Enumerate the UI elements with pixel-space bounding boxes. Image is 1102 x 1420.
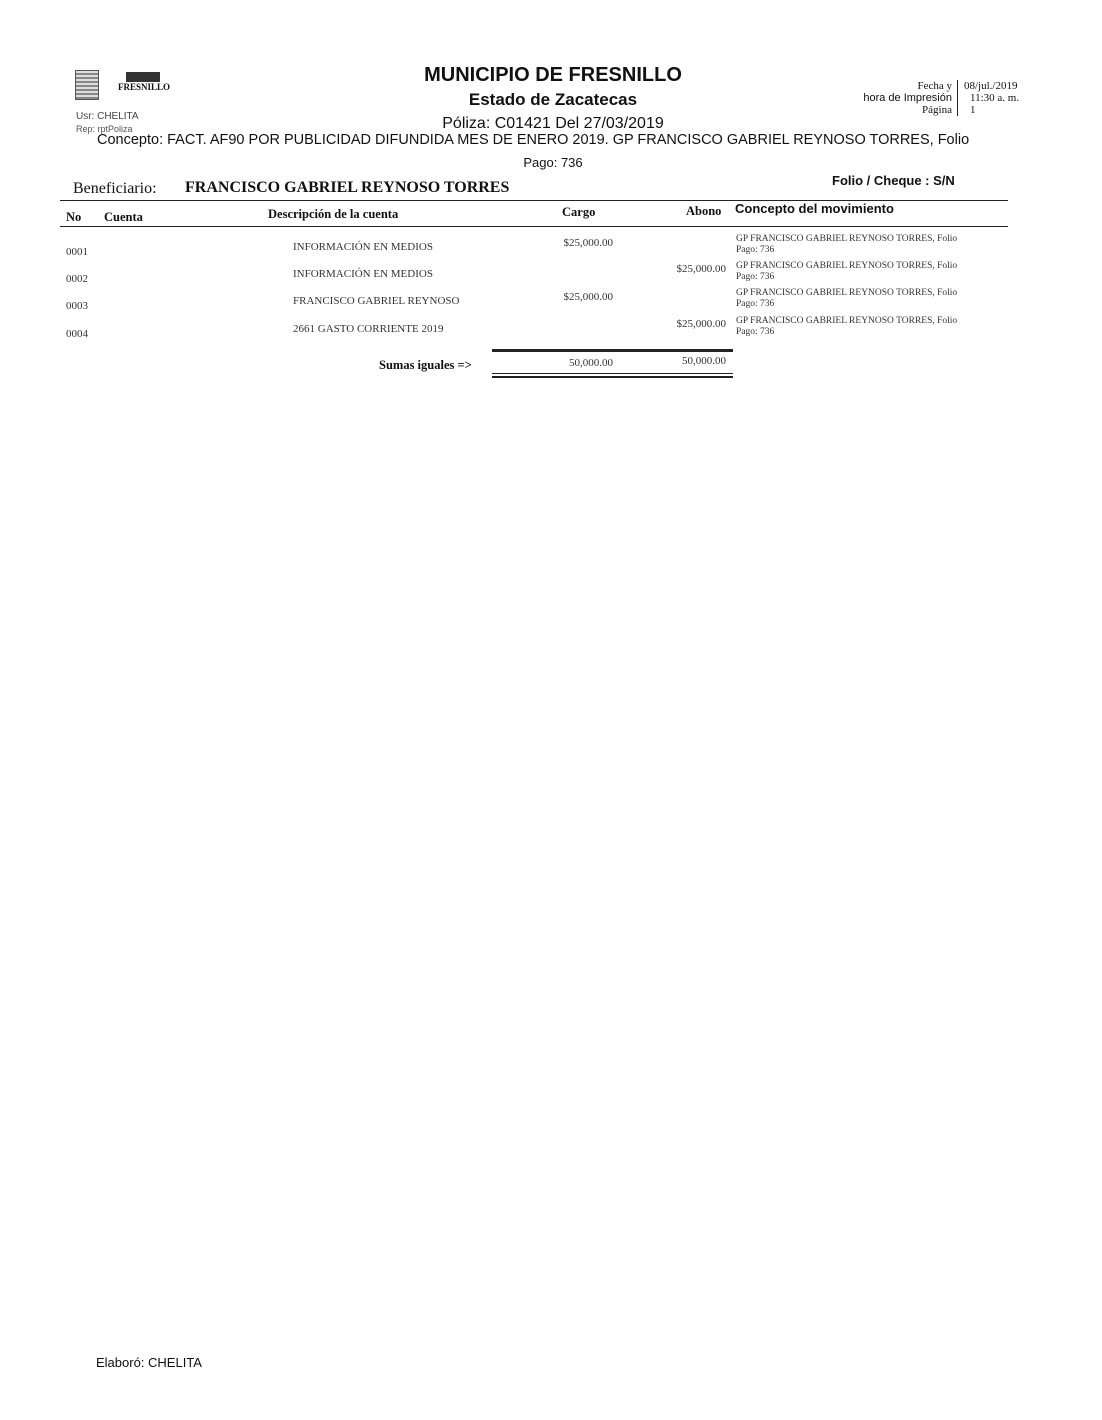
row-concepto: GP FRANCISCO GABRIEL REYNOSO TORRES, Fol…: [736, 261, 958, 282]
row-descripcion: INFORMACIÓN EN MEDIOS: [293, 241, 433, 253]
user-label: Usr: CHELITA: [76, 111, 139, 122]
beneficiario-name: FRANCISCO GABRIEL REYNOSO TORRES: [185, 179, 510, 196]
total-cargo: 50,000.00: [569, 357, 613, 369]
total-abono: 50,000.00: [682, 355, 726, 367]
row-abono: $25,000.00: [676, 263, 727, 275]
page-title: MUNICIPIO DE FRESNILLO: [424, 64, 682, 86]
col-cuenta: Cuenta: [104, 210, 143, 224]
row-descripcion: INFORMACIÓN EN MEDIOS: [293, 268, 433, 280]
elaboro: Elaboró: CHELITA: [96, 1355, 202, 1370]
poliza-number: Póliza: C01421 Del 27/03/2019: [442, 115, 664, 132]
beneficiario-label: Beneficiario:: [73, 180, 157, 197]
col-cargo: Cargo: [562, 205, 596, 219]
row-cargo: $25,000.00: [563, 237, 614, 249]
row-cargo: $25,000.00: [563, 291, 614, 303]
row-no: 0003: [66, 300, 88, 312]
row-descripcion: FRANCISCO GABRIEL REYNOSO: [293, 295, 460, 307]
print-values: 08/jul./2019 11:30 a. m. 1: [964, 80, 1020, 116]
row-concepto: GP FRANCISCO GABRIEL REYNOSO TORRES, Fol…: [736, 288, 958, 309]
row-no: 0001: [66, 246, 88, 258]
row-no: 0002: [66, 273, 88, 285]
row-concepto: GP FRANCISCO GABRIEL REYNOSO TORRES, Fol…: [736, 234, 958, 255]
row-abono: $25,000.00: [676, 318, 727, 330]
row-concepto: GP FRANCISCO GABRIEL REYNOSO TORRES, Fol…: [736, 316, 958, 337]
col-concepto: Concepto del movimiento: [735, 201, 894, 216]
folio-cheque: Folio / Cheque : S/N: [832, 173, 955, 188]
col-no: No: [66, 210, 82, 224]
concepto-pago: Pago: 736: [523, 155, 583, 170]
col-descripcion: Descripción de la cuenta: [268, 207, 399, 221]
coat-of-arms-logo: [75, 70, 99, 100]
col-abono: Abono: [686, 204, 722, 218]
print-labels: Fecha y hora de Impresión Página: [863, 80, 952, 116]
totals-label: Sumas iguales =>: [379, 358, 472, 372]
concepto: Concepto: FACT. AF90 POR PUBLICIDAD DIFU…: [97, 132, 970, 148]
fresnillo-logo: FRESNILLO: [118, 72, 170, 96]
row-no: 0004: [66, 328, 88, 340]
row-descripcion: 2661 GASTO CORRIENTE 2019: [293, 323, 444, 335]
report-label: Rep: rptPoliza: [76, 124, 133, 134]
page-subtitle: Estado de Zacatecas: [468, 90, 638, 109]
